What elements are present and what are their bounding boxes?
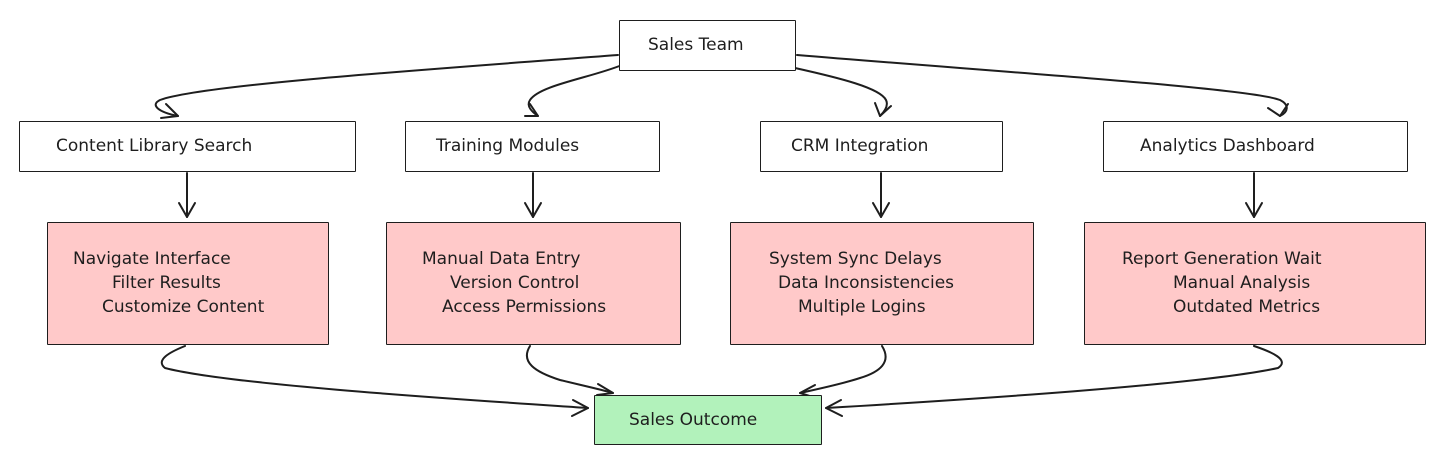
- edge-root-to-analytics-dashboard: [796, 54, 1288, 117]
- training-modules-node[interactable]: Training Modules: [405, 121, 660, 172]
- edge-pain-1-to-outcome: [160, 345, 589, 409]
- pain-point-label: Report Generation Wait: [1122, 249, 1322, 269]
- analytics-dashboard-label: Analytics Dashboard: [1140, 136, 1315, 156]
- sales-team-node[interactable]: Sales Team: [619, 20, 796, 71]
- edge-pain-2-to-outcome: [525, 345, 614, 394]
- pain-point-label: Filter Results: [112, 273, 221, 293]
- arrowhead: [1267, 103, 1289, 117]
- content-library-search-node[interactable]: Content Library Search: [19, 121, 356, 172]
- arrowhead: [872, 202, 890, 218]
- pain-point-label: Version Control: [450, 273, 580, 293]
- pain-points-content-library[interactable]: Navigate Interface Filter Results Custom…: [47, 222, 329, 345]
- crm-integration-label: CRM Integration: [791, 136, 929, 156]
- pain-point-label: Manual Analysis: [1173, 273, 1311, 293]
- arrowhead: [160, 103, 179, 119]
- pain-point-label: Navigate Interface: [73, 249, 231, 269]
- pain-point-label: Multiple Logins: [798, 297, 926, 317]
- arrowhead: [178, 202, 196, 218]
- edge-root-to-content-library: [154, 54, 619, 117]
- arrowhead: [571, 399, 589, 417]
- content-library-search-label: Content Library Search: [56, 136, 253, 156]
- edge-root-to-training-modules: [527, 64, 623, 117]
- pain-points-training-modules[interactable]: Manual Data Entry Version Control Access…: [386, 222, 681, 345]
- training-modules-label: Training Modules: [436, 136, 580, 156]
- arrowhead: [825, 399, 843, 417]
- arrowhead: [596, 383, 614, 396]
- analytics-dashboard-node[interactable]: Analytics Dashboard: [1103, 121, 1408, 172]
- arrowhead: [524, 103, 539, 117]
- crm-integration-node[interactable]: CRM Integration: [760, 121, 1003, 172]
- pain-point-label: Customize Content: [102, 297, 265, 317]
- pain-points-analytics-dashboard[interactable]: Report Generation Wait Manual Analysis O…: [1084, 222, 1426, 345]
- pain-points-crm-integration[interactable]: System Sync Delays Data Inconsistencies …: [730, 222, 1034, 345]
- sales-outcome-label: Sales Outcome: [629, 410, 758, 430]
- pain-point-label: Data Inconsistencies: [778, 273, 955, 293]
- pain-point-label: System Sync Delays: [769, 249, 942, 269]
- arrowhead: [1245, 202, 1263, 218]
- sales-team-label: Sales Team: [648, 35, 744, 55]
- pain-point-label: Access Permissions: [442, 297, 607, 317]
- edge-pain-3-to-outcome: [799, 345, 887, 394]
- arrowhead: [874, 102, 892, 117]
- pain-point-label: Manual Data Entry: [422, 249, 581, 269]
- pain-point-label: Outdated Metrics: [1173, 297, 1321, 317]
- edge-root-to-crm-integration: [794, 67, 888, 117]
- edge-pain-4-to-outcome: [825, 345, 1283, 409]
- sales-outcome-node[interactable]: Sales Outcome: [594, 395, 822, 445]
- arrowhead: [524, 202, 542, 218]
